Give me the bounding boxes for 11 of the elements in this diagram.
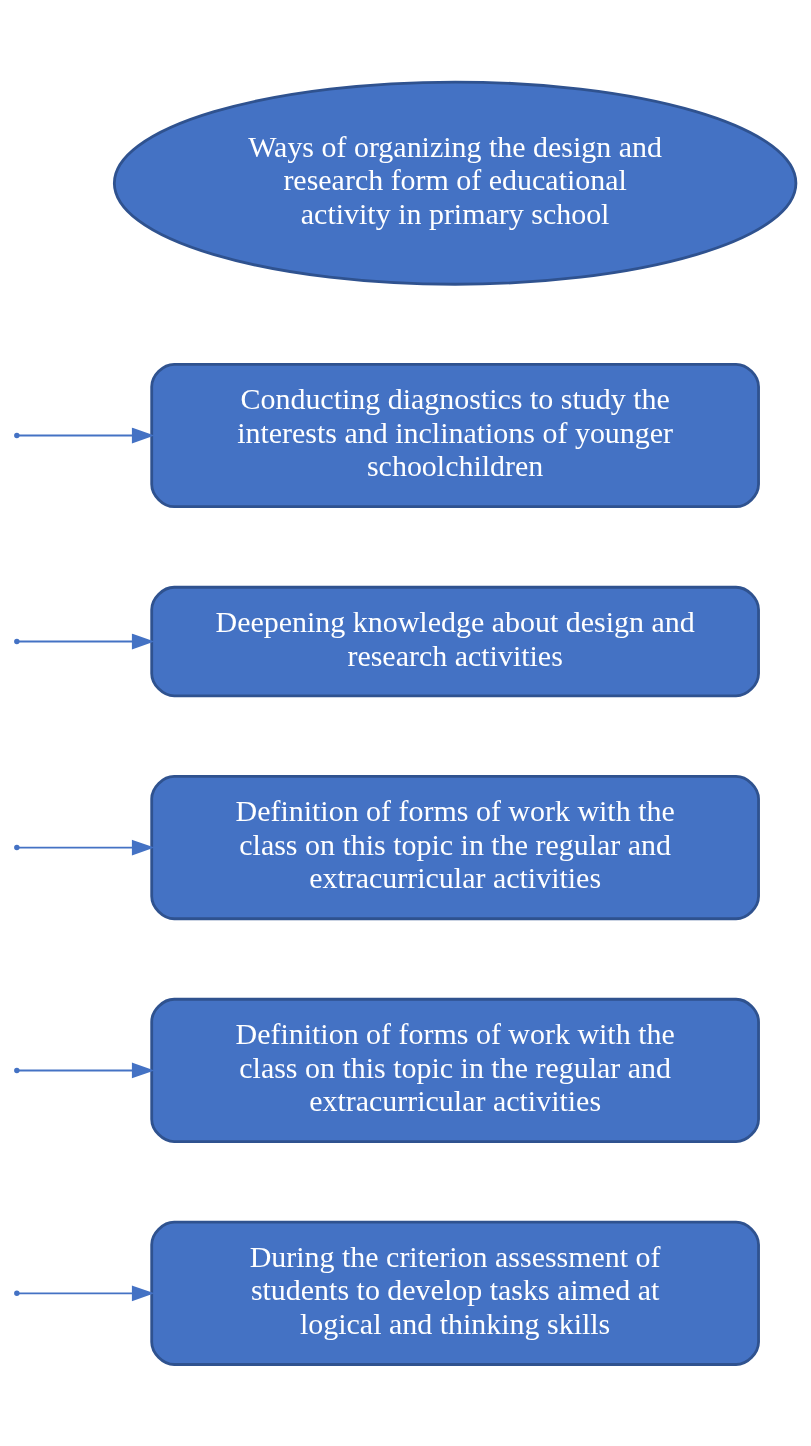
arrow xyxy=(17,1284,155,1301)
node-box: Conducting diagnostics to study the interests and inclinations of younger schoolchildren xyxy=(150,362,760,508)
arrow xyxy=(17,839,155,855)
node-box: Deepening knowledge about design and research activities xyxy=(150,585,760,697)
node-box: Definition of forms of work with the class on this topic in the regular and extracurricular activities xyxy=(150,774,760,920)
arrow xyxy=(17,427,155,443)
node-box: Definition of forms of work with the class on this topic in the regular and extracurricular activities xyxy=(150,997,760,1143)
arrow xyxy=(17,1062,155,1078)
arrow xyxy=(17,633,155,649)
node-ellipse: Ways of organizing the design and research form of educational activity in primary school xyxy=(112,80,798,286)
node-box: During the criterion assessment of students to develop tasks aimed at logical and thinking skills xyxy=(150,1220,760,1366)
